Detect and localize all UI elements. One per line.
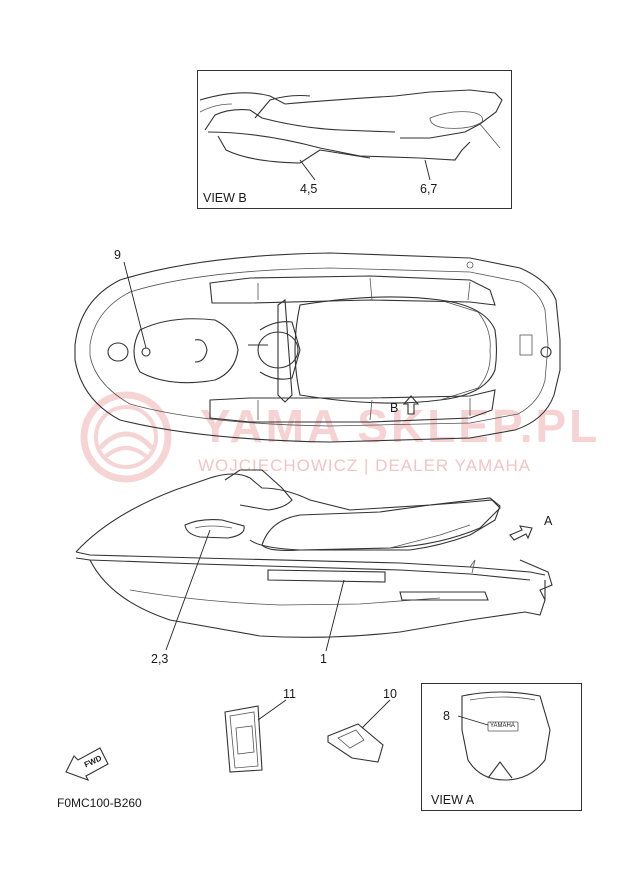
view-b-title: VIEW B — [203, 191, 247, 205]
callout-10: 10 — [383, 687, 397, 701]
callout-11: 11 — [283, 687, 296, 701]
view-a-marker: A — [544, 514, 553, 528]
diagram-code: F0MC100-B260 — [57, 796, 142, 810]
view-b-panel — [197, 70, 512, 209]
view-a-title: VIEW A — [431, 793, 475, 807]
yamaha-emblem-text: YAMAHA — [490, 723, 515, 729]
callout-2-3: 2,3 — [151, 652, 169, 666]
callout-9: 9 — [114, 248, 121, 262]
callout-4-5: 4,5 — [300, 182, 318, 196]
view-b-marker: B — [390, 401, 399, 415]
watermark-brand-text: YAMA SKLEP.PL — [200, 400, 601, 452]
callout-1: 1 — [320, 652, 327, 666]
callout-6-7: 6,7 — [420, 182, 438, 196]
callout-8: 8 — [443, 709, 450, 723]
watermark-dealer-text: WOJCIECHOWICZ | DEALER YAMAHA — [198, 456, 532, 475]
view-a-panel — [421, 683, 582, 811]
